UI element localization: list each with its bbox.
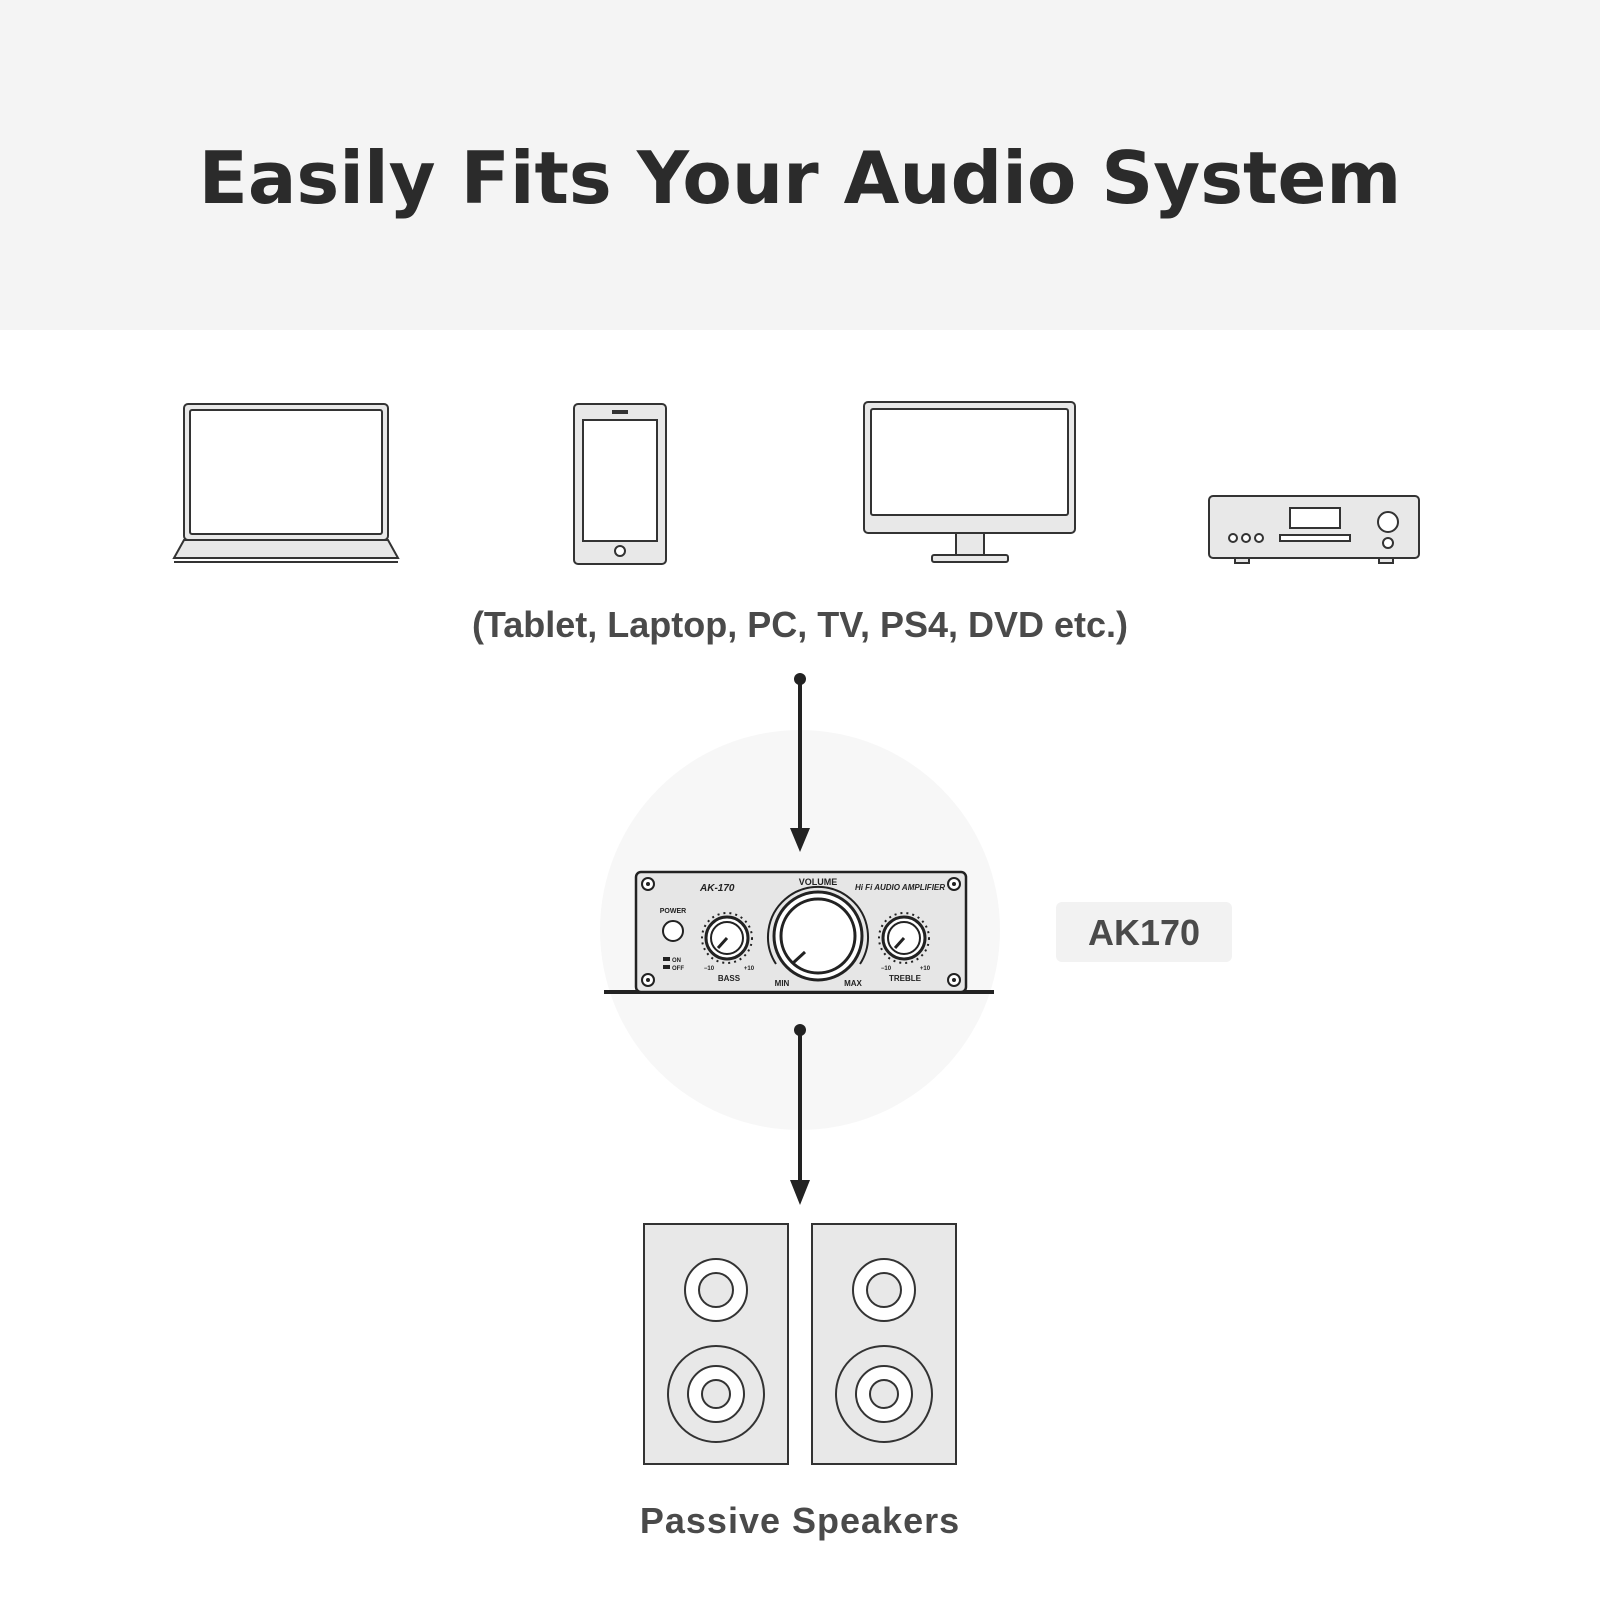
right-speaker-icon bbox=[811, 1223, 957, 1465]
amp-min-label: MIN bbox=[775, 979, 790, 988]
amplifier-illustration: AK-170 VOLUME Hi Fi AUDIO AMPLIFIER POWE… bbox=[604, 870, 994, 994]
arrow-to-amplifier bbox=[790, 673, 810, 852]
amp-treble-minus: −10 bbox=[881, 966, 892, 972]
amp-bass-minus: −10 bbox=[704, 966, 715, 972]
amp-treble-label: TREBLE bbox=[889, 974, 922, 983]
left-speaker-icon bbox=[643, 1223, 789, 1465]
amp-brand-label: Hi Fi AUDIO AMPLIFIER bbox=[855, 883, 945, 892]
monitor-icon bbox=[863, 401, 1076, 563]
dvd-player-icon bbox=[1208, 495, 1420, 564]
amp-on-label: ON bbox=[672, 958, 681, 964]
amp-off-label: OFF bbox=[672, 966, 684, 972]
page-title: Easily Fits Your Audio System bbox=[198, 136, 1402, 220]
arrow-to-speakers bbox=[790, 1024, 810, 1205]
speakers-caption: Passive Speakers bbox=[639, 1500, 961, 1541]
source-devices-caption: (Tablet, Laptop, PC, TV, PS4, DVD etc.) bbox=[471, 604, 1129, 645]
amp-power-label: POWER bbox=[660, 908, 686, 915]
amp-treble-plus: +10 bbox=[920, 966, 931, 972]
laptop-icon bbox=[172, 403, 400, 563]
header-banner bbox=[0, 0, 1600, 330]
amp-max-label: MAX bbox=[844, 979, 862, 988]
amp-bass-label: BASS bbox=[718, 974, 741, 983]
model-badge-text: AK170 bbox=[1087, 912, 1201, 953]
amp-model-label: AK-170 bbox=[699, 883, 735, 894]
model-badge: AK170 bbox=[1056, 902, 1232, 962]
amp-bass-plus: +10 bbox=[744, 966, 755, 972]
amp-volume-label: VOLUME bbox=[799, 877, 838, 887]
smartphone-icon bbox=[573, 403, 667, 565]
